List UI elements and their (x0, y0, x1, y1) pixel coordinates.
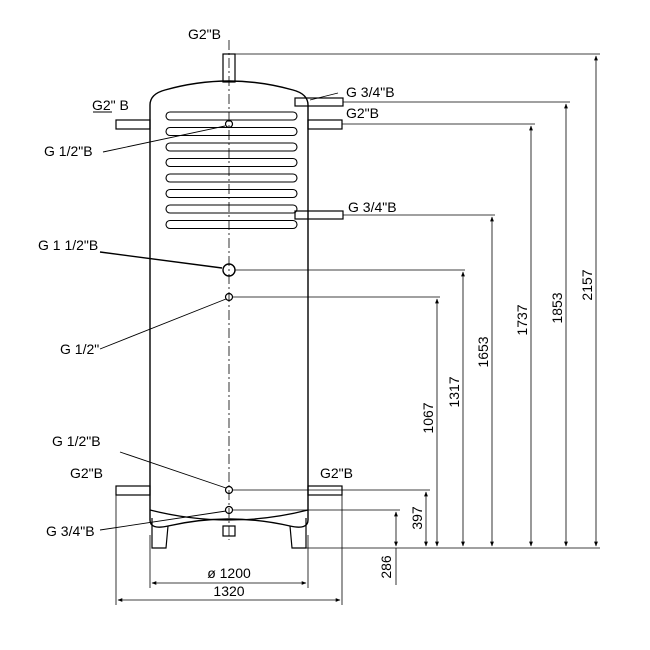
dim-1853: 1853 (549, 292, 565, 323)
dim-397: 397 (409, 506, 425, 530)
coil-loop (165, 111, 298, 121)
dim-2157: 2157 (579, 269, 595, 300)
dim-1737: 1737 (514, 304, 530, 335)
label-right-upper: G2"B (346, 105, 379, 121)
dimension-values: 2157 1853 1737 1653 1317 1067 397 286 ø … (207, 269, 595, 599)
coil-loop (165, 126, 298, 137)
label-left-upper: G2" B (92, 97, 129, 113)
leader-lines (93, 92, 339, 531)
heating-coil (165, 97, 344, 230)
coil-loop (165, 188, 298, 199)
coil-loop (165, 157, 298, 168)
dimension-lines (394, 55, 598, 585)
tank-body (149, 80, 309, 528)
coil-loop (165, 173, 298, 183)
label-right-lower: G2"B (320, 465, 353, 481)
extension-lines (232, 53, 600, 549)
label-mid-connection: G 1 1/2"B (38, 237, 98, 253)
horizontal-dimensions (115, 495, 343, 605)
label-coil-lower-outlet: G 3/4"B (348, 199, 397, 215)
label-coil-upper-outlet: G 3/4"B (346, 84, 395, 100)
coil-loop (165, 219, 298, 230)
side-flanges (115, 119, 343, 496)
label-left-lower: G2"B (70, 465, 103, 481)
dim-1067: 1067 (420, 402, 436, 433)
label-top-connection: G2"B (188, 26, 221, 42)
dim-1653: 1653 (475, 336, 491, 367)
dim-286: 286 (378, 555, 394, 579)
tank-legs (151, 518, 307, 549)
dim-1317: 1317 (446, 376, 462, 407)
label-lower-sensor: G 1/2"B (52, 433, 101, 449)
dim-width: 1320 (213, 583, 244, 599)
connection-labels: G2"B G2" B G 3/4"B G2"B G 1/2"B G 3/4"B … (38, 26, 397, 539)
label-mid-sensor: G 1/2" (60, 341, 99, 357)
coil-loop (165, 142, 298, 152)
label-left-upper-sensor: G 1/2"B (44, 143, 93, 159)
dim-diameter: ø 1200 (207, 565, 251, 581)
coil-loop (165, 204, 298, 214)
label-bottom-drain: G 3/4"B (46, 523, 95, 539)
